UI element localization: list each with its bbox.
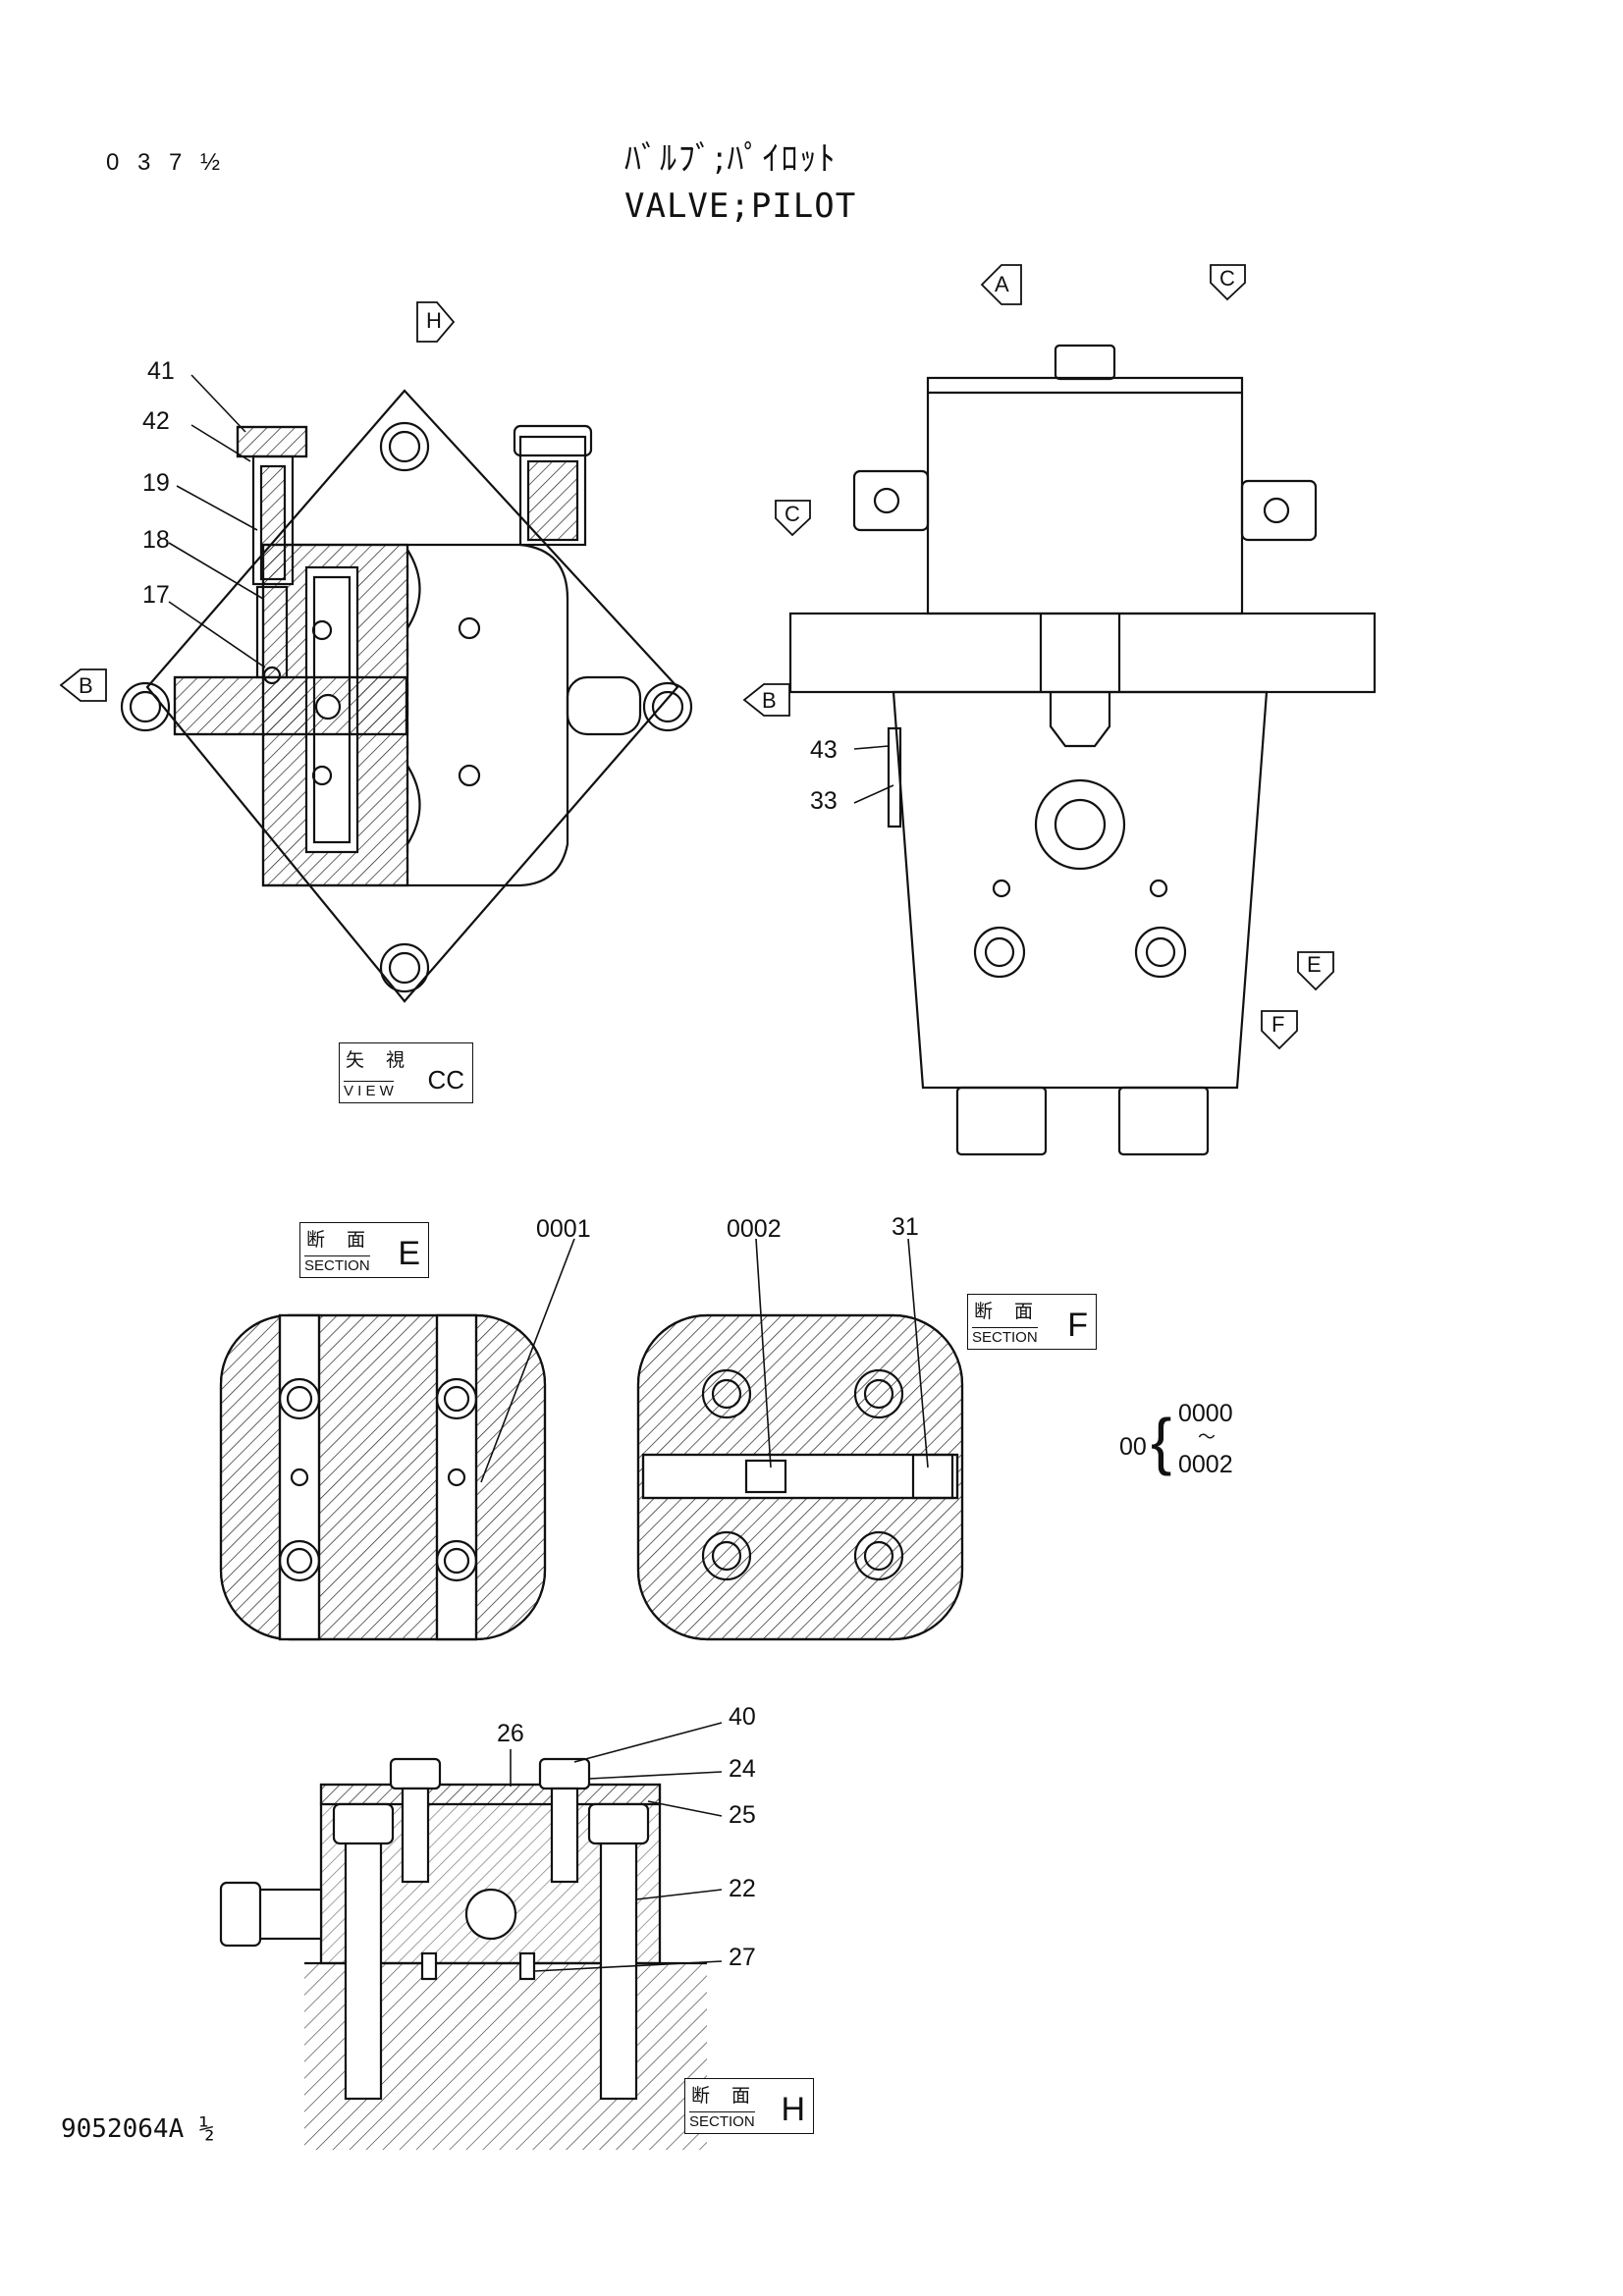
part-label-0002: 0002 <box>727 1215 782 1243</box>
part-label-0001: 0001 <box>536 1215 591 1243</box>
view-arrow-f <box>1261 1010 1298 1050</box>
front-view-drawing <box>788 344 1377 1156</box>
part-label-42: 42 <box>142 407 170 435</box>
section-f-tag-jp: 断 面 <box>974 1301 1042 1322</box>
view-arrow-a <box>980 264 1022 305</box>
part-label-40: 40 <box>729 1703 756 1731</box>
flange-outline <box>145 389 679 1003</box>
part-label-25: 25 <box>729 1801 756 1829</box>
view-arrow-c-top <box>1210 264 1246 301</box>
section-e-drawing <box>219 1313 547 1641</box>
section-h-drawing <box>219 1757 707 2150</box>
mounting-flange <box>788 612 1377 694</box>
section-h-tag-en: SECTION <box>689 2111 755 2130</box>
section-h-tag-letter: H <box>781 2091 805 2128</box>
brace-glyph: { <box>1151 1406 1172 1476</box>
view-arrow-h <box>416 301 456 343</box>
leader-lines <box>168 374 929 1972</box>
section-e-tag-letter: E <box>398 1235 420 1272</box>
part-label-33: 33 <box>810 787 838 815</box>
view-arrow-b-left <box>59 668 107 702</box>
title-japanese: ﾊﾞﾙﾌﾞ;ﾊﾟｲﾛｯﾄ <box>624 139 838 179</box>
part-label-24: 24 <box>729 1755 756 1783</box>
view-marker-f: F <box>1271 1012 1285 1037</box>
sub-assembly-from: 0000 <box>1178 1400 1233 1427</box>
view-cc-tag-jp: 矢 視 <box>346 1049 413 1071</box>
section-e-tag-jp: 断 面 <box>306 1229 374 1251</box>
section-h-tag: 断 面 SECTION H <box>684 2078 814 2134</box>
view-cc-tag-en: V I E W <box>344 1081 394 1099</box>
part-label-18: 18 <box>142 526 170 554</box>
lower-housing <box>892 690 1269 1090</box>
sub-assembly-range-mark: 〜 <box>1198 1427 1216 1447</box>
section-e-body <box>219 1313 547 1641</box>
view-cc-tag: 矢 視 V I E W CC <box>339 1042 473 1103</box>
sub-assembly-prefix: 00 <box>1119 1433 1147 1461</box>
section-e-tag: 断 面 SECTION E <box>299 1222 429 1278</box>
upper-housing <box>926 376 1244 615</box>
spool <box>173 675 408 736</box>
part-label-26: 26 <box>497 1720 524 1747</box>
view-arrows <box>59 264 1334 1050</box>
view-marker-e: E <box>1307 952 1322 977</box>
section-f-tag: 断 面 SECTION F <box>967 1294 1097 1350</box>
view-marker-b-left: B <box>79 673 93 698</box>
title-english: VALVE;PILOT <box>624 187 857 226</box>
section-f-tag-en: SECTION <box>972 1327 1038 1346</box>
part-label-27: 27 <box>729 1944 756 1971</box>
view-arrow-b-right <box>742 683 790 717</box>
part-label-17: 17 <box>142 581 170 609</box>
view-marker-c-top: C <box>1219 266 1235 291</box>
part-label-22: 22 <box>729 1875 756 1902</box>
part-label-43: 43 <box>810 736 838 764</box>
section-e-tag-en: SECTION <box>304 1255 370 1274</box>
view-marker-c-left: C <box>784 502 800 526</box>
view-marker-h: H <box>426 308 442 333</box>
view-arrow-c-left <box>775 500 811 537</box>
section-f-drawing <box>636 1313 964 1641</box>
part-label-31: 31 <box>892 1213 919 1241</box>
section-h-tag-jp: 断 面 <box>691 2085 759 2107</box>
view-cc-tag-letter: CC <box>427 1065 464 1095</box>
view-arrow-e <box>1297 951 1334 991</box>
view-marker-a: A <box>995 272 1009 296</box>
page-number: 0 3 7 ½ <box>106 149 227 176</box>
valve-body <box>261 543 569 887</box>
part-label-19: 19 <box>142 469 170 497</box>
sub-assembly-to: 0002 <box>1178 1451 1233 1478</box>
view-cc-drawing <box>120 389 693 1003</box>
section-f-tag-letter: F <box>1067 1307 1088 1344</box>
part-label-41: 41 <box>147 357 175 385</box>
view-marker-b-right: B <box>762 688 777 713</box>
document-number: 9052064A ½ <box>61 2114 215 2144</box>
